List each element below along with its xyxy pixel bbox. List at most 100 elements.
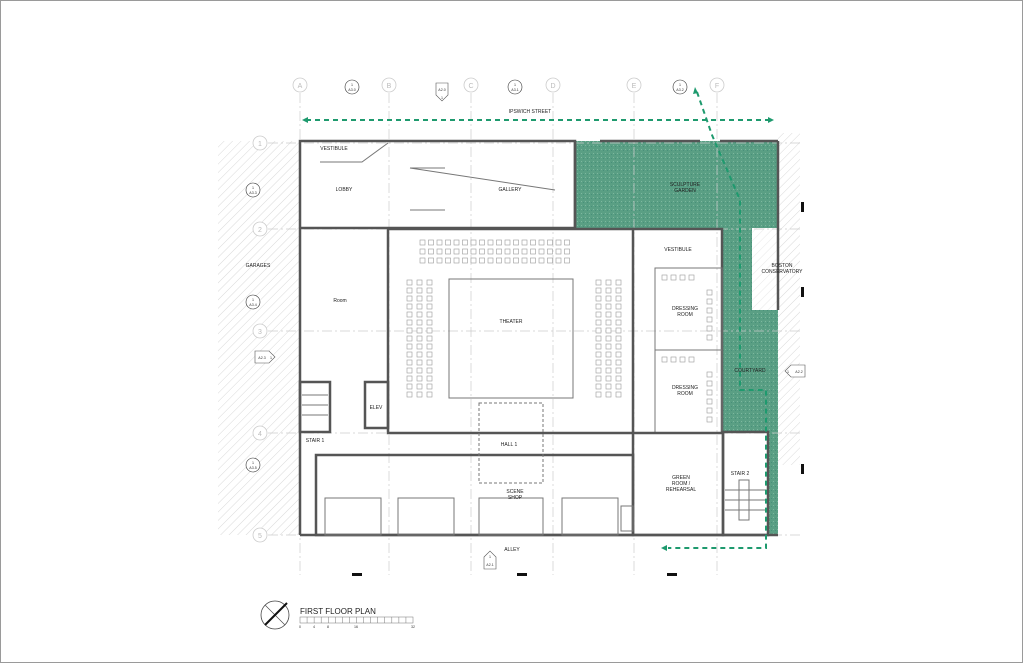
seat xyxy=(426,375,433,382)
seat xyxy=(521,257,528,264)
elevation-num: 1 xyxy=(270,356,272,360)
seat xyxy=(688,274,695,281)
elevation-tag-a22[interactable]: A2.2 xyxy=(795,370,802,374)
seat xyxy=(538,248,545,255)
seat xyxy=(538,239,545,246)
seat xyxy=(419,239,426,246)
seat xyxy=(615,295,622,302)
seat xyxy=(555,257,562,264)
section-tag-a31[interactable]: A3.1 xyxy=(511,88,518,92)
room-label-stair-2: STAIR 2 xyxy=(731,471,750,477)
section-tag-a33[interactable]: A3.3 xyxy=(249,191,256,195)
seat xyxy=(416,295,423,302)
elevation-tag-a20[interactable]: A2.0 xyxy=(438,88,445,92)
seat xyxy=(426,383,433,390)
seat xyxy=(670,274,677,281)
seat xyxy=(470,257,477,264)
area-label-conservatory-2: CONSERVATORY xyxy=(762,269,804,275)
seat xyxy=(679,356,686,363)
conservatory-notch-bg xyxy=(752,228,778,310)
grid-row-4: 4 xyxy=(258,431,262,438)
seat xyxy=(504,257,511,264)
seat xyxy=(406,383,413,390)
seat xyxy=(445,248,451,255)
section-tag-a34[interactable]: A3.4 xyxy=(249,303,256,307)
seat xyxy=(426,311,433,318)
elevation-tag-a23[interactable]: A2.3 xyxy=(258,356,265,360)
seat xyxy=(605,359,612,366)
seat xyxy=(406,375,413,382)
seat xyxy=(706,407,713,414)
seat xyxy=(555,248,562,255)
seat xyxy=(428,257,434,264)
scale-tick-4: 4 xyxy=(313,625,315,629)
grid-column-markers xyxy=(292,77,725,93)
room-label-stair-1: STAIR 1 xyxy=(306,438,325,444)
grid-col-d: D xyxy=(550,83,555,90)
seat xyxy=(564,248,570,255)
street-label-ipswich: IPSWICH STREET xyxy=(509,109,552,115)
seat xyxy=(406,391,413,398)
seat xyxy=(496,248,502,255)
seat xyxy=(615,351,622,358)
room-label-green-room-2: ROOM / xyxy=(672,481,691,487)
seat xyxy=(595,327,602,334)
seat xyxy=(426,327,433,334)
seat xyxy=(595,279,602,286)
elevation-num: 1 xyxy=(787,370,789,374)
seat xyxy=(547,257,553,264)
section-tag-a35[interactable]: A3.5 xyxy=(249,466,256,470)
section-tag-a30[interactable]: A3.0 xyxy=(348,88,355,92)
seat xyxy=(706,389,713,396)
seat xyxy=(416,367,423,374)
seat xyxy=(605,319,612,326)
seat xyxy=(615,279,622,286)
seat xyxy=(605,351,612,358)
room-label-room: Room xyxy=(333,298,346,304)
seat xyxy=(426,343,433,350)
grid-row-5: 5 xyxy=(258,533,262,540)
courtyard-lower xyxy=(768,432,778,535)
grid-col-e: E xyxy=(632,83,637,90)
seat xyxy=(605,367,612,374)
grid-col-b: B xyxy=(387,83,392,90)
room-label-sculpture-garden-2: GARDEN xyxy=(674,188,696,194)
seat xyxy=(615,343,622,350)
section-cut-marks xyxy=(352,202,804,576)
seat xyxy=(605,327,612,334)
seat xyxy=(416,375,423,382)
elevation-tag-a21[interactable]: A2.1 xyxy=(486,563,493,567)
seat xyxy=(416,359,423,366)
seat xyxy=(428,248,434,255)
conservatory-area-lower xyxy=(778,310,800,465)
grid-row-1: 1 xyxy=(258,141,262,148)
room-label-scene-shop: SCENE xyxy=(506,489,524,495)
seat xyxy=(406,327,413,334)
seat xyxy=(595,391,602,398)
section-tag-a32[interactable]: A3.2 xyxy=(676,88,683,92)
seat xyxy=(615,303,622,310)
seat xyxy=(436,248,443,255)
seat xyxy=(419,248,426,255)
seat xyxy=(436,239,443,246)
room-label-green-room: GREEN xyxy=(672,475,690,481)
seat xyxy=(605,343,612,350)
elevation-num: 1 xyxy=(441,96,443,100)
seat xyxy=(453,257,460,264)
seat xyxy=(406,367,413,374)
seat xyxy=(615,335,622,342)
room-label-hall-1: HALL 1 xyxy=(501,442,518,448)
seat xyxy=(706,325,713,332)
seat xyxy=(445,257,451,264)
street-label-alley: ALLEY xyxy=(504,547,520,553)
theater-seating xyxy=(406,239,713,423)
scale-bar xyxy=(299,616,414,624)
seat xyxy=(470,239,477,246)
scale-tick-32: 32 xyxy=(411,625,415,629)
seat xyxy=(445,239,451,246)
seat xyxy=(615,327,622,334)
seat xyxy=(487,248,494,255)
seat xyxy=(706,298,713,305)
seat xyxy=(564,257,570,264)
